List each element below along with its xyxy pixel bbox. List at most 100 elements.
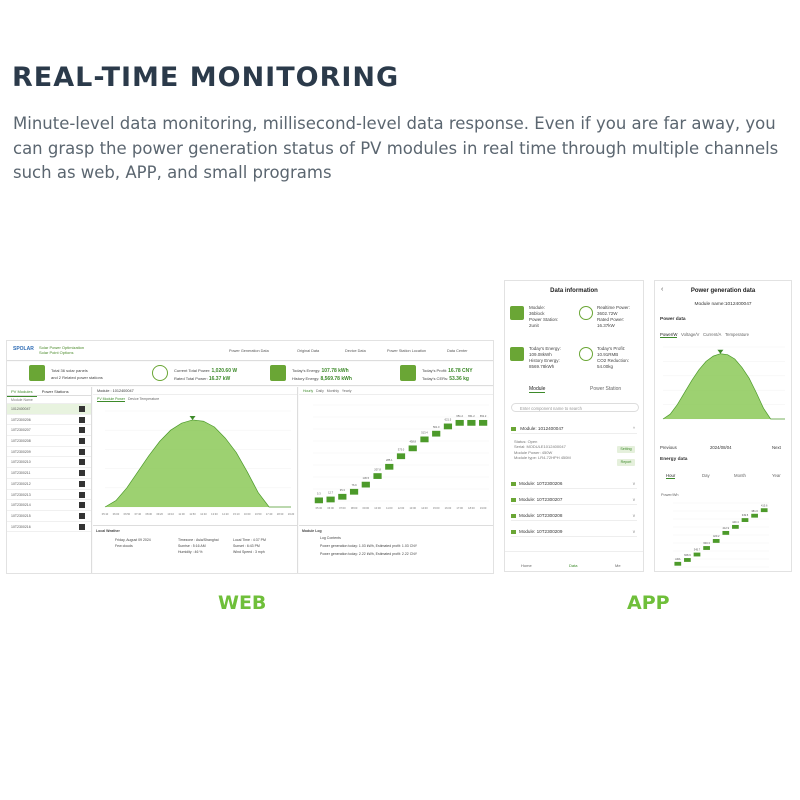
web-power-panel: Module : 1012400047 PV Module Power Devi…: [93, 387, 298, 573]
tab-yearly[interactable]: Yearly: [341, 389, 352, 393]
tab-month[interactable]: Month: [734, 473, 746, 478]
tab-daily[interactable]: Daily: [316, 389, 324, 393]
web-dashboard-screenshot: SPOLAR Solar Power Optimization Solar Po…: [6, 340, 494, 574]
back-arrow-icon[interactable]: ‹: [661, 286, 664, 293]
previous-button[interactable]: Previous: [660, 445, 677, 450]
module-search-input[interactable]: Enter component name to search: [511, 403, 639, 412]
web-logo: SPOLAR: [13, 346, 34, 352]
tab-voltage[interactable]: Voltage/V: [681, 332, 700, 337]
module-row[interactable]: 10T2300208: [7, 436, 91, 447]
tab-power[interactable]: Power/W: [660, 332, 678, 338]
x-tick-label: 17:40: [266, 512, 273, 516]
module-row[interactable]: 10T2300210: [7, 457, 91, 469]
module-row[interactable]: 10T2300207: [7, 425, 91, 437]
nav-data[interactable]: Data: [569, 563, 578, 568]
logo-sub-1: Solar Power Optimization: [39, 345, 85, 350]
tab-pv-modules[interactable]: PV Modules: [7, 387, 37, 397]
tab-year[interactable]: Year: [772, 473, 781, 478]
nav-me[interactable]: Me: [615, 563, 621, 568]
tab-power-station[interactable]: Power Station: [590, 386, 622, 392]
detail-status: Status: Open: [514, 439, 538, 444]
today-energy-value: 109.08kWh: [529, 352, 552, 357]
module-row[interactable]: 10T2300206: [7, 415, 91, 426]
energy-step-bar: [408, 445, 417, 452]
web-nav-device-data[interactable]: Device Data: [345, 349, 366, 353]
report-button[interactable]: Report: [617, 459, 635, 466]
data-label: 349.5: [742, 513, 749, 517]
today-energy-label: Today's Energy:: [529, 346, 561, 351]
web-nav-station-location[interactable]: Power Station Location: [387, 349, 427, 353]
data-label: 76.9: [352, 483, 358, 487]
web-nav-data-center[interactable]: Data Center: [447, 349, 468, 353]
data-label: 600.3: [703, 541, 710, 545]
tab-module[interactable]: Module: [529, 386, 546, 393]
tab-module-power[interactable]: PV Module Power: [97, 397, 126, 402]
energy-period-tabs: Hourly Daily Monthly Yearly: [299, 387, 493, 395]
web-logo-subtitle: Solar Power Optimization Solar Point Opt…: [39, 345, 84, 355]
web-nav-original-data[interactable]: Original Data: [297, 349, 320, 353]
setting-button[interactable]: Setting: [617, 446, 635, 453]
nav-home[interactable]: Home: [521, 563, 532, 568]
energy-data-heading: Energy data: [660, 457, 688, 462]
x-tick-label: 08:30: [146, 512, 153, 516]
power-metric-tabs: Power/W Voltage/V Current/A Temperature: [660, 332, 791, 338]
history-energy-value: 8569.78kWh: [529, 364, 555, 369]
app-caption: APP: [627, 592, 670, 614]
rated-power-value: 16.37 kW: [208, 376, 231, 382]
power-area: [105, 419, 291, 507]
tab-device-temperature[interactable]: Device Temperature: [127, 397, 160, 401]
module-row[interactable]: 10T2300216: [7, 522, 91, 533]
tab-current[interactable]: Current/A: [703, 332, 722, 337]
station-label: Power Station:: [529, 317, 559, 322]
module-row[interactable]: 10T2300212: [7, 479, 91, 490]
module-row[interactable]: 10T2300215: [7, 511, 91, 522]
module-row[interactable]: 10T2300214: [7, 500, 91, 511]
data-label: 285.1: [386, 458, 393, 462]
weather-sunset: Sunset : 6:43 PM: [233, 544, 260, 548]
battery-icon: [510, 347, 524, 361]
web-left-tabs: PV Modules Power Stations: [7, 387, 91, 397]
tab-hour[interactable]: Hour: [666, 473, 676, 479]
module-row[interactable]: 10T2300213: [7, 490, 91, 501]
peak-marker: [717, 349, 724, 354]
power-area: [663, 353, 785, 419]
data-label: 438.8: [409, 440, 416, 444]
weather-humidity: Humidity : 46 %: [178, 550, 203, 554]
module-item-open[interactable]: Module: 1012400047^: [511, 426, 637, 434]
tab-power-stations[interactable]: Power Stations: [41, 389, 69, 394]
chevron-down-icon: v: [632, 513, 635, 518]
module-status-icon: [79, 491, 85, 498]
module-item-label: Module: 1012400047: [520, 426, 564, 431]
module-status-icon: [79, 523, 85, 530]
energy-step-bar: [396, 453, 406, 460]
web-nav-power-data[interactable]: Power Generation Data: [229, 349, 269, 353]
x-tick-label: 14:00: [421, 506, 428, 510]
today-co2-label: Today's CERs:: [422, 376, 449, 381]
x-tick-label: 05:00: [316, 506, 323, 510]
module-row[interactable]: 10T2300209: [7, 447, 91, 458]
module-row[interactable]: 10T2300211: [7, 468, 91, 479]
app-energy-step-chart: ARA608.9345.7600.3420.2412.9440.4349.538…: [673, 502, 769, 568]
energy-step-bar: [732, 524, 739, 529]
tab-monthly[interactable]: Monthly: [326, 389, 340, 393]
data-label: 651.2: [480, 414, 487, 418]
detail-serial: Serial: MODULE1012400047: [514, 444, 566, 450]
next-button[interactable]: Next: [772, 445, 781, 450]
tab-temperature[interactable]: Temperature: [724, 332, 750, 337]
module-row[interactable]: 1012400047: [7, 404, 91, 415]
x-tick-label: 11:50: [189, 512, 196, 516]
app-power-title: Power generation data: [690, 288, 756, 294]
app-power-area-chart: [662, 346, 785, 420]
x-tick-label: 13:30: [211, 512, 218, 516]
x-tick-label: 15:10: [233, 512, 240, 516]
x-tick-label: 16:00: [445, 506, 452, 510]
tab-hourly[interactable]: Hourly: [303, 389, 314, 393]
tab-day[interactable]: Day: [702, 473, 710, 478]
power-line: [662, 353, 785, 420]
